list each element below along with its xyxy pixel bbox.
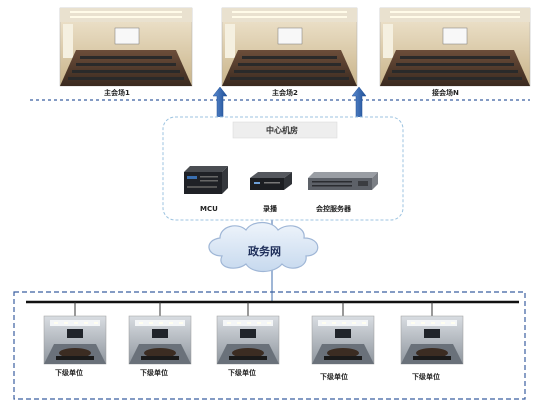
mcu-label: MCU: [200, 205, 218, 213]
cloud-label: 政务网: [248, 244, 281, 258]
venue-photo-n: [379, 7, 531, 87]
sub-unit-photo-3: [216, 315, 280, 365]
sub-unit-4: 下级单位: [311, 302, 375, 381]
sub-unit-label-2: 下级单位: [140, 368, 168, 377]
venue-photo-1: [59, 7, 193, 87]
cloud-icon: 政务网: [208, 221, 319, 273]
sub-unit-1: 下级单位: [43, 302, 107, 377]
uplink-arrow-2: [351, 86, 367, 119]
sub-unit-5: 下级单位: [400, 302, 464, 381]
center-room-title: 中心机房: [266, 125, 298, 135]
sub-units-box: [13, 291, 526, 400]
sub-unit-photo-2: [128, 315, 192, 365]
recorder-label: 录播: [263, 204, 278, 213]
top-venue-n: 接会场N: [379, 7, 531, 97]
sub-unit-photo-5: [400, 315, 464, 365]
sub-unit-label-1: 下级单位: [55, 368, 83, 377]
sub-unit-label-4: 下级单位: [320, 372, 348, 381]
sub-unit-label-3: 下级单位: [228, 368, 256, 377]
top-venue-2: 主会场2: [221, 7, 358, 97]
venue-label-n: 接会场N: [432, 88, 459, 97]
sub-unit-photo-1: [43, 315, 107, 365]
mcu-device-icon: [184, 166, 228, 194]
control-server-label: 会控服务器: [316, 204, 352, 213]
center-room-box: 中心机房 MCU 录播 会控: [162, 116, 404, 221]
venue-photo-2: [221, 7, 358, 87]
sub-unit-photo-4: [311, 315, 375, 365]
center-room-title-bar: [232, 121, 338, 139]
venue-label-1: 主会场1: [104, 88, 130, 97]
sub-unit-3: 下级单位: [216, 302, 280, 377]
venue-label-2: 主会场2: [272, 88, 298, 97]
top-venue-1: 主会场1: [59, 7, 193, 97]
uplink-arrow-1: [212, 86, 228, 119]
sub-unit-label-5: 下级单位: [412, 372, 440, 381]
recorder-device-icon: [250, 172, 292, 190]
control-server-icon: [308, 172, 378, 190]
sub-unit-2: 下级单位: [128, 302, 192, 377]
